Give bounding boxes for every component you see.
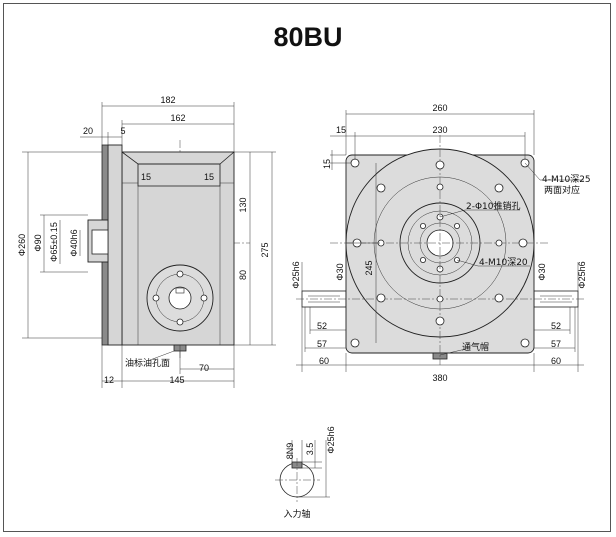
dim-15-top: 15 <box>336 125 346 135</box>
output-shaft <box>91 229 109 255</box>
side-view: 182 162 20 5 15 15 130 80 275 Φ260 Φ90 Φ… <box>17 95 276 388</box>
dim-70: 70 <box>199 363 209 373</box>
side-flange-plate <box>107 144 123 346</box>
dim-57-left: 57 <box>317 339 327 349</box>
note-m10-25: 4-M10深25 <box>542 174 591 185</box>
dim-5: 5 <box>120 126 125 136</box>
dim-182: 182 <box>160 95 175 105</box>
dim-60-right: 60 <box>551 356 561 366</box>
dim-245: 245 <box>364 260 374 275</box>
input-shaft-end <box>168 286 192 310</box>
dim-12: 12 <box>104 375 114 385</box>
dim-80: 80 <box>238 270 248 280</box>
dim-60-left: 60 <box>319 356 329 366</box>
front-view: 260 230 15 15 245 Φ30 Φ25h6 Φ30 Φ25h6 52… <box>291 103 591 383</box>
shaft-caption: 入力轴 <box>283 508 310 520</box>
dim-15-right: 15 <box>204 172 214 182</box>
drawing-title: 80BU <box>273 22 343 52</box>
dim-52-left: 52 <box>317 321 327 331</box>
dim-20: 20 <box>83 126 93 136</box>
dim-15-left-front: 15 <box>322 159 332 169</box>
dim-145: 145 <box>169 375 184 385</box>
note-oil-gauge: 油标油孔面 <box>125 357 170 369</box>
dim-3-5: 3.5 <box>305 443 315 456</box>
dim-230: 230 <box>432 125 447 135</box>
dim-260: 260 <box>432 103 447 113</box>
dim-380: 380 <box>432 373 447 383</box>
dim-57-right: 57 <box>551 339 561 349</box>
note-both-sides: 两面对应 <box>544 184 580 196</box>
dim-phi30-right: Φ30 <box>537 263 547 280</box>
dim-8n9: 8N9 <box>285 443 295 460</box>
dim-52-right: 52 <box>551 321 561 331</box>
dim-phi260: Φ260 <box>17 234 27 256</box>
dim-15-left: 15 <box>141 172 151 182</box>
dim-phi65: Φ65±0.15 <box>49 222 59 262</box>
dim-phi90: Φ90 <box>33 234 43 251</box>
corner-hole <box>350 158 360 168</box>
note-m10-20: 4-M10深20 <box>479 257 528 268</box>
bolt-hole <box>435 160 445 170</box>
dim-275: 275 <box>260 242 270 257</box>
dim-phi25-left: Φ25h6 <box>291 261 301 288</box>
dim-162: 162 <box>170 113 185 123</box>
dim-phi30-left: Φ30 <box>335 263 345 280</box>
note-vent-cap: 通气帽 <box>462 341 489 353</box>
dim-phi25h6-detail: Φ25h6 <box>326 426 336 453</box>
shaft-detail: 8N9 3.5 Φ25h6 入力轴 <box>275 426 336 520</box>
dim-130: 130 <box>238 197 248 212</box>
drawing-frame <box>3 3 611 532</box>
dim-phi25-right: Φ25h6 <box>577 261 587 288</box>
dim-phi40: Φ40h6 <box>69 229 79 256</box>
note-pin-holes: 2-Φ10推销孔 <box>466 200 521 212</box>
